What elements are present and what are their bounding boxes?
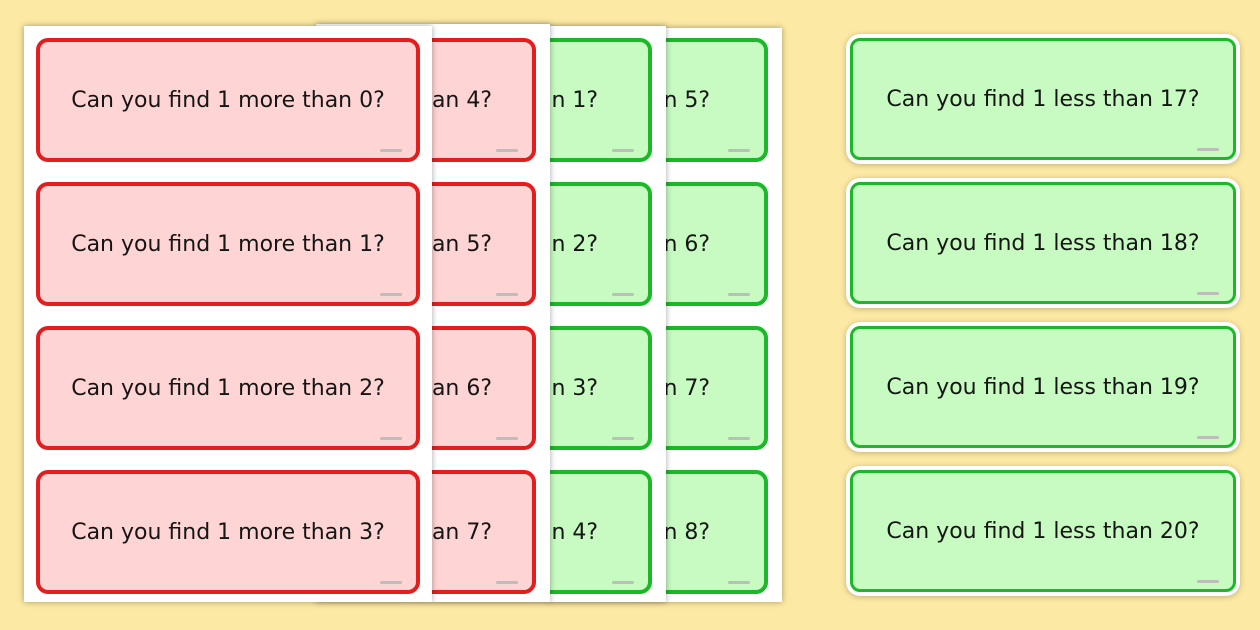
footer-mark [728, 437, 750, 440]
footer-mark [1197, 436, 1219, 439]
footer-mark [380, 581, 402, 584]
footer-mark [496, 437, 518, 440]
footer-mark [612, 293, 634, 296]
loose-card-2: Can you find 1 less than 18? [850, 182, 1236, 304]
card-text: Can you find 1 less than 18? [886, 230, 1200, 256]
footer-mark [380, 437, 402, 440]
footer-mark [1197, 580, 1219, 583]
footer-mark [380, 149, 402, 152]
loose-card-3: Can you find 1 less than 19? [850, 326, 1236, 448]
card-text: Can you find 1 less than 19? [886, 374, 1200, 400]
card-red-front-4: Can you find 1 more than 3? [36, 470, 420, 594]
footer-mark [496, 581, 518, 584]
card-text: Can you find 1 less than 17? [886, 86, 1200, 112]
card-red-front-1: Can you find 1 more than 0? [36, 38, 420, 162]
footer-mark [1197, 292, 1219, 295]
loose-card-4: Can you find 1 less than 20? [850, 470, 1236, 592]
card-text: Can you find 1 more than 1? [71, 231, 385, 257]
footer-mark [612, 437, 634, 440]
footer-mark [1197, 148, 1219, 151]
footer-mark [380, 293, 402, 296]
card-text: Can you find 1 less than 20? [886, 518, 1200, 544]
footer-mark [496, 293, 518, 296]
sheet-red-front: Can you find 1 more than 0? Can you find… [24, 26, 432, 602]
footer-mark [612, 581, 634, 584]
card-text: Can you find 1 more than 0? [71, 87, 385, 113]
card-text: Can you find 1 more than 3? [71, 519, 385, 545]
footer-mark [728, 293, 750, 296]
footer-mark [728, 581, 750, 584]
footer-mark [496, 149, 518, 152]
footer-mark [728, 149, 750, 152]
footer-mark [612, 149, 634, 152]
loose-card-1: Can you find 1 less than 17? [850, 38, 1236, 160]
card-red-front-3: Can you find 1 more than 2? [36, 326, 420, 450]
card-red-front-2: Can you find 1 more than 1? [36, 182, 420, 306]
card-text: Can you find 1 more than 2? [71, 375, 385, 401]
